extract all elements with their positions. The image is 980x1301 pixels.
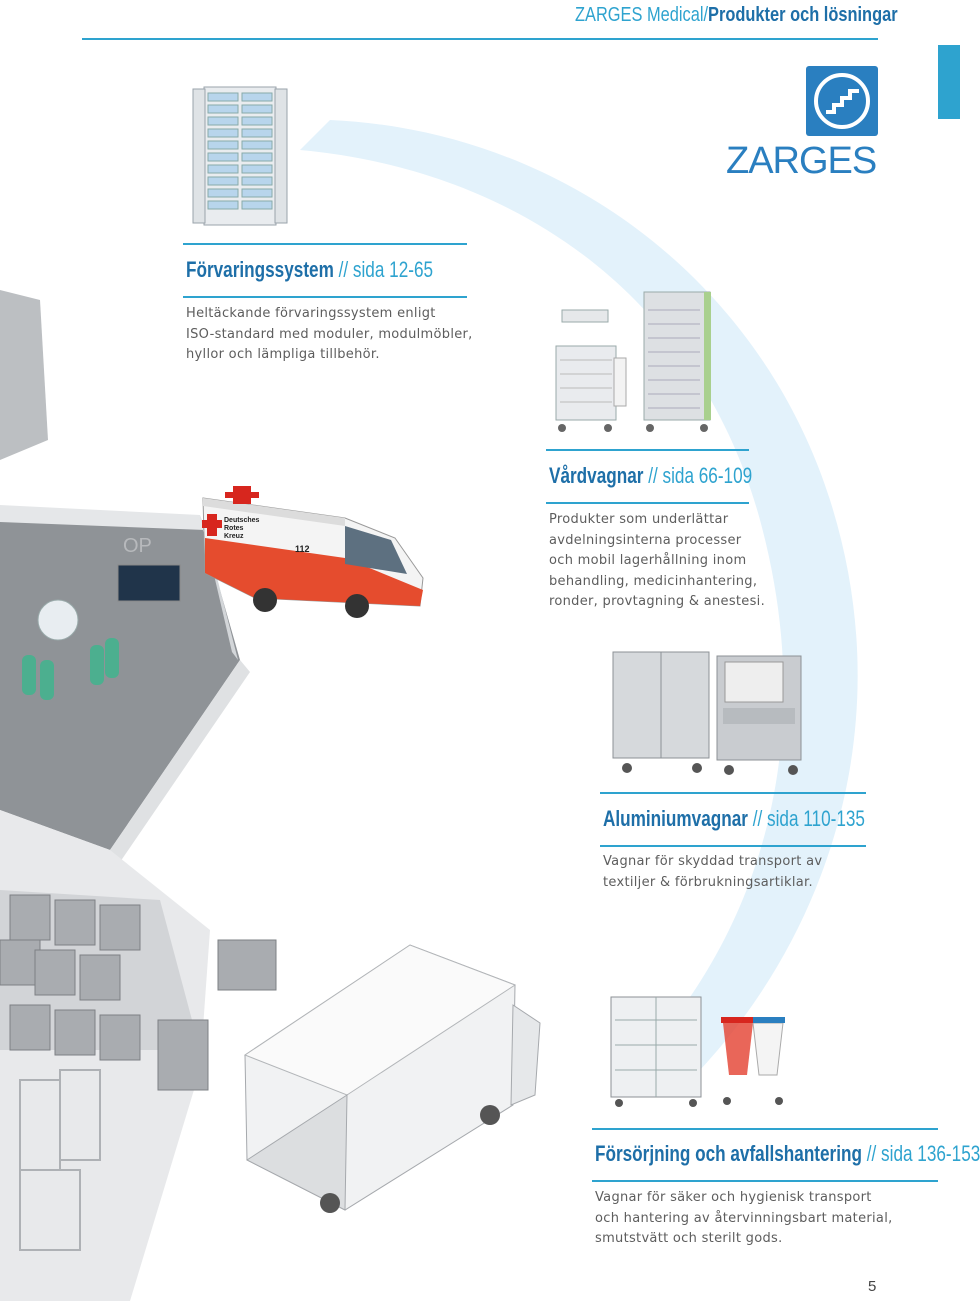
zarges-wordmark: ZARGES (726, 140, 877, 182)
page-header: ZARGES Medical/Produkter och lösningar (575, 4, 898, 27)
section-title-aluminiumvagnar: Aluminiumvagnar // sida 110-135 (603, 806, 865, 832)
section-name: Vårdvagnar (549, 463, 644, 488)
section-title-vardvagnar: Vårdvagnar // sida 66-109 (549, 463, 752, 489)
section-rule-bottom (546, 502, 749, 504)
section-separator: // (861, 1141, 882, 1166)
description-line: smutstvätt och sterilt gods. (595, 1231, 783, 1246)
aluminium-carts-image (612, 651, 802, 775)
description-line: ISO-standard med moduler, modulmöbler, (186, 326, 473, 342)
section-pages: sida 136-153 (881, 1141, 980, 1166)
ambulance-number: 112 (295, 544, 310, 554)
section-rule-top (546, 449, 749, 451)
description-line: hyllor och lämpliga tillbehör. (186, 347, 380, 362)
description-line: Vagnar för säker och hygienisk transport (595, 1190, 872, 1205)
section-rule-bottom (592, 1180, 938, 1182)
description-line: Vagnar för skyddad transport av (603, 854, 823, 869)
zarges-logo-icon (806, 66, 878, 136)
section-pages: sida 12-65 (352, 257, 434, 282)
section-rule-top (592, 1128, 938, 1130)
edge-tab (938, 45, 960, 119)
section-description: Heltäckande förvaringssystem enligt ISO-… (186, 304, 473, 366)
description-line: ronder, provtagning & anestesi. (549, 594, 766, 609)
section-name: Förvaringssystem (186, 257, 334, 282)
header-rule (82, 38, 878, 40)
section-rule-top (600, 792, 866, 794)
section-separator: // (643, 463, 663, 488)
page-number: 5 (868, 1278, 877, 1295)
description-line: textiljer & förbrukningsartiklar. (603, 874, 813, 890)
description-line: avdelningsinterna processer (549, 532, 742, 548)
section-description: Produkter som underlättar avdelningsinte… (549, 510, 765, 613)
section-title-forvaringssystem: Förvaringssystem // sida 12-65 (186, 257, 433, 283)
section-description: Vagnar för skyddad transport av textilje… (603, 852, 822, 893)
section-rule-bottom (183, 296, 467, 298)
storage-cabinet-image (192, 86, 288, 226)
description-line: behandling, medicinhantering, (549, 573, 758, 589)
section-pages: sida 66-109 (662, 463, 753, 488)
description-line: Heltäckande förvaringssystem enligt (186, 306, 436, 321)
flow-band-graphic (300, 120, 858, 1070)
section-name: Försörjning och avfallshantering (595, 1141, 862, 1166)
hospital-floor-illustration: OP (0, 290, 277, 1301)
description-line: Produkter som underlättar (549, 512, 729, 527)
section-name: Aluminiumvagnar (603, 806, 748, 831)
section-separator: // (747, 806, 768, 831)
section-rule-top (183, 243, 467, 245)
section-title-forsorjning: Försörjning och avfallshantering // sida… (595, 1141, 980, 1167)
supply-waste-carts-image (610, 996, 785, 1107)
op-sign: OP (123, 535, 152, 557)
description-line: och mobil lagerhållning inom (549, 553, 747, 568)
section-pages: sida 110-135 (767, 806, 865, 831)
section-rule-bottom (600, 845, 866, 847)
section-description: Vagnar för säker och hygienisk transport… (595, 1188, 893, 1250)
header-brand: ZARGES Medical/ (575, 4, 709, 26)
care-trolleys-image (555, 291, 711, 432)
header-section: Produkter och lösningar (708, 4, 898, 26)
description-line: och hantering av återvinningsbart materi… (595, 1210, 893, 1226)
ambulance-lettering: Deutsches Rotes Kreuz (224, 517, 260, 540)
ambulance-image (202, 486, 424, 618)
section-separator: // (333, 257, 353, 282)
truck-image (243, 944, 541, 1213)
